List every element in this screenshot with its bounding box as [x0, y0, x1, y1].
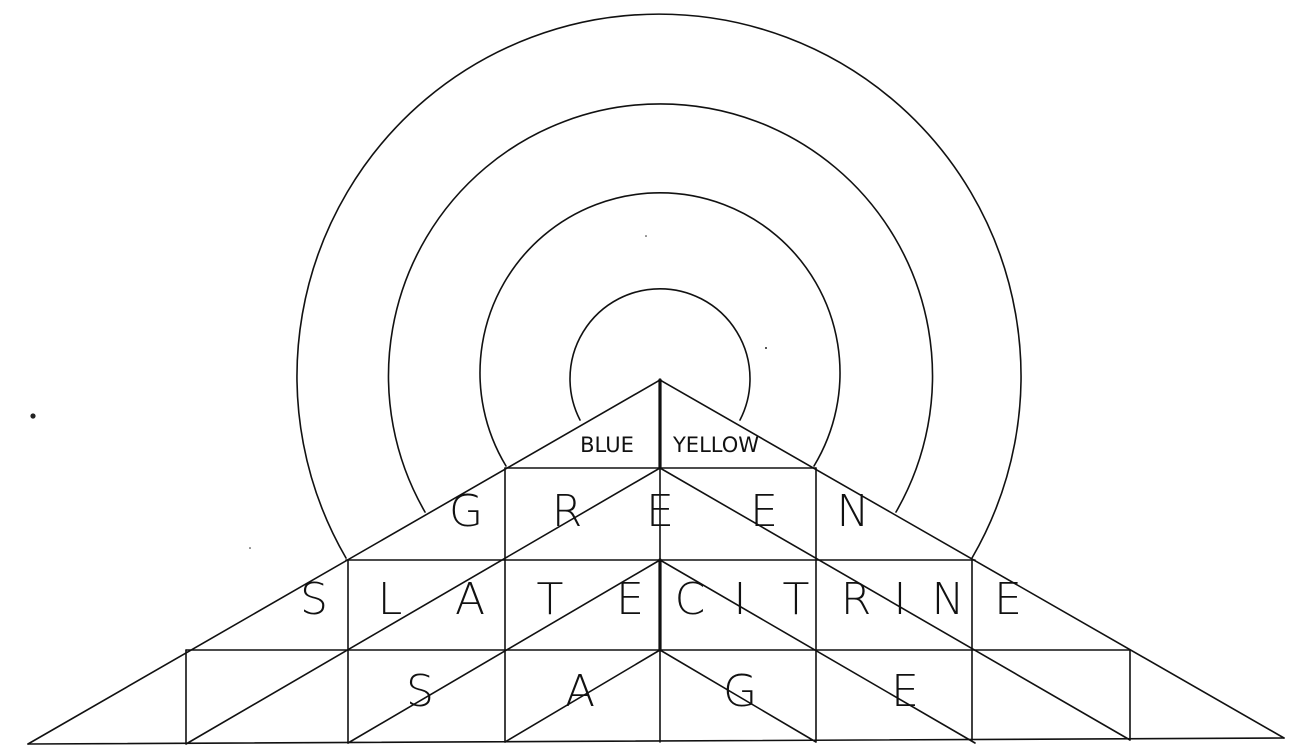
arc-inner — [569, 288, 751, 421]
pyramid-base — [27, 737, 1285, 745]
label-sage-letter-1: S — [406, 666, 434, 717]
speck-1 — [30, 413, 36, 419]
diagonal-left-2 — [347, 559, 661, 744]
label-citrine-letter-5: I — [894, 574, 907, 625]
label-citrine-letter-7: E — [994, 574, 1022, 625]
speck-3 — [645, 235, 647, 237]
label-green-letter-1: G — [449, 486, 483, 537]
diagonal-right-2 — [659, 559, 976, 744]
label-sage-letter-3: G — [723, 666, 757, 717]
speck-2 — [765, 347, 767, 349]
label-slate-letter-3: A — [455, 574, 485, 625]
arc-third — [387, 103, 934, 513]
speck-4 — [249, 547, 251, 549]
label-citrine-letter-6: N — [932, 574, 965, 625]
label-green-letter-4: E — [750, 486, 778, 537]
diagonal-left-1 — [185, 467, 661, 745]
paper-specks — [30, 235, 767, 549]
concentric-arcs — [296, 13, 1022, 559]
diagonal-right-3 — [659, 649, 817, 743]
label-sage-letter-2: A — [565, 666, 595, 717]
label-citrine-letter-4: R — [841, 574, 872, 625]
diagonal-left-3 — [504, 649, 661, 743]
label-green-letter-2: R — [552, 486, 583, 537]
label-slate-letter-2: L — [378, 574, 403, 625]
arc-outer — [296, 13, 1022, 559]
label-sage-letter-4: E — [891, 666, 919, 717]
label-yellow: YELLOW — [672, 433, 759, 457]
label-citrine-letter-2: I — [734, 574, 747, 625]
arc-second — [479, 192, 841, 467]
label-blue: BLUE — [580, 433, 634, 457]
label-citrine-letter-3: T — [783, 574, 810, 625]
label-citrine-letter-1: C — [675, 574, 706, 625]
label-green-letter-5: N — [837, 486, 870, 537]
diagonal-right-1 — [659, 467, 1131, 741]
label-slate-letter-5: E — [616, 574, 644, 625]
label-slate-letter-1: S — [300, 574, 328, 625]
label-green-letter-3: E — [646, 486, 674, 537]
pyramid-left-edge — [27, 379, 661, 745]
pyramid-grid — [27, 378, 1285, 745]
label-slate-letter-4: T — [537, 574, 564, 625]
pyramid-right-edge — [659, 379, 1285, 739]
color-labels: BLUE YELLOW G R E E N S L A T E C I T R … — [300, 433, 1022, 717]
